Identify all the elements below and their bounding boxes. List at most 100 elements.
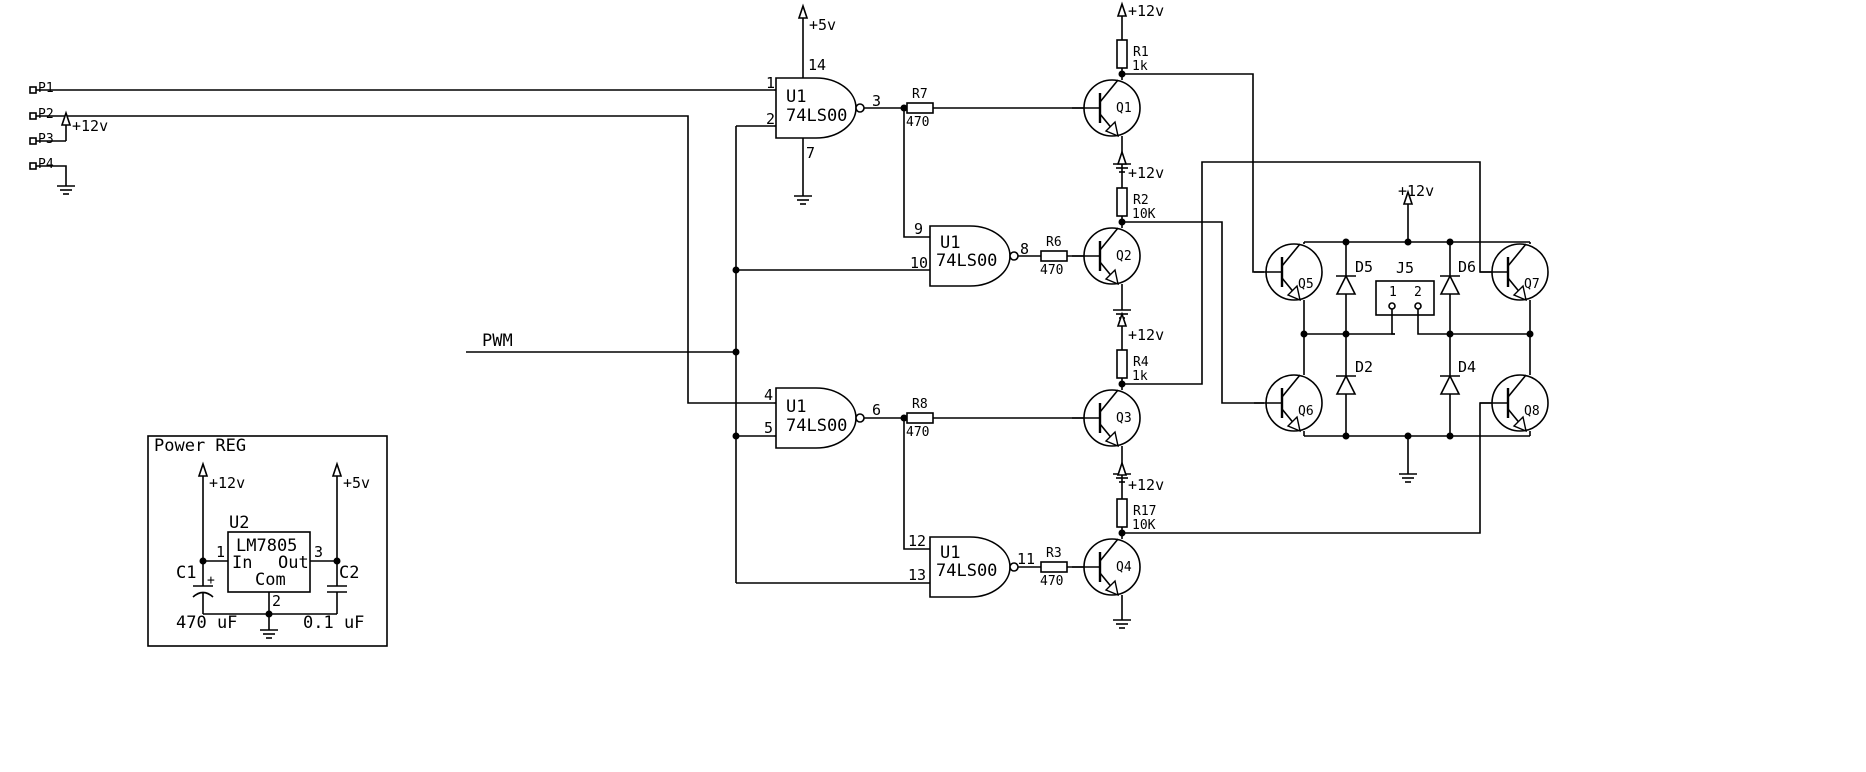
base-resistor-r7: R7 470 xyxy=(904,87,1086,130)
diode-d4: D4 xyxy=(1439,358,1476,395)
svg-text:9: 9 xyxy=(914,220,923,238)
svg-text:5: 5 xyxy=(764,419,773,437)
gate-part: 74LS00 xyxy=(786,416,847,436)
transistor-q8: Q8 xyxy=(1478,373,1550,433)
nand-gate-1: 1 2 3 U1 74LS00 +5v 14 7 xyxy=(766,5,930,238)
power-reg-box: Power REG +12v +5v U2 LM7805 In Out Com … xyxy=(147,435,388,647)
svg-text:U2: U2 xyxy=(229,513,249,533)
svg-text:R7: R7 xyxy=(912,87,928,102)
base-resistor-r3: R3 470 xyxy=(1040,546,1068,589)
svg-text:1: 1 xyxy=(766,74,775,92)
svg-text:1k: 1k xyxy=(1132,59,1148,74)
supply-label: +12v xyxy=(1128,2,1164,20)
svg-text:Com: Com xyxy=(255,570,286,590)
svg-text:10K: 10K xyxy=(1132,518,1156,533)
supply-label: +12v xyxy=(1128,326,1164,344)
svg-text:R17: R17 xyxy=(1133,504,1156,519)
svg-text:470: 470 xyxy=(906,115,929,130)
svg-text:Q5: Q5 xyxy=(1298,277,1314,292)
svg-text:2: 2 xyxy=(766,110,775,128)
svg-text:2: 2 xyxy=(1414,285,1422,300)
svg-text:C2: C2 xyxy=(339,563,359,583)
gate-part: 74LS00 xyxy=(936,251,997,271)
svg-text:1k: 1k xyxy=(1132,369,1148,384)
svg-text:D5: D5 xyxy=(1355,258,1373,276)
svg-text:10K: 10K xyxy=(1132,207,1156,222)
svg-text:+: + xyxy=(207,573,215,588)
transistor-q3: Q3 xyxy=(1070,384,1142,483)
power-reg-title: Power REG xyxy=(154,436,246,456)
svg-text:13: 13 xyxy=(908,566,926,584)
supply-label: +12v xyxy=(1128,476,1164,494)
connector-block: P1 P2 P3 P4 +12v xyxy=(29,81,774,404)
motor-connector-j5: J5 1 2 xyxy=(1375,259,1435,335)
svg-text:4: 4 xyxy=(764,386,773,404)
pwm-label: PWM xyxy=(482,331,513,351)
svg-text:R2: R2 xyxy=(1133,193,1149,208)
gate-part: 74LS00 xyxy=(786,106,847,126)
diode-d6: D6 xyxy=(1439,258,1476,295)
svg-text:6: 6 xyxy=(872,401,881,419)
gate-part: 74LS00 xyxy=(936,561,997,581)
gate-ref: U1 xyxy=(786,87,806,107)
svg-text:12: 12 xyxy=(908,532,926,550)
svg-text:C1: C1 xyxy=(176,563,196,583)
svg-text:R6: R6 xyxy=(1046,235,1062,250)
pwm-net: PWM xyxy=(466,125,930,584)
svg-text:Q7: Q7 xyxy=(1524,277,1540,292)
svg-text:Q2: Q2 xyxy=(1116,249,1132,264)
pin-label: P4 xyxy=(38,157,54,172)
transistor-q7: Q7 xyxy=(1478,242,1550,302)
svg-text:R3: R3 xyxy=(1046,546,1062,561)
transistor-q5: Q5 xyxy=(1252,242,1324,302)
h-bridge: +12v xyxy=(1300,182,1534,483)
svg-text:D6: D6 xyxy=(1458,258,1476,276)
base-resistor-r6: R6 470 xyxy=(1040,235,1068,278)
svg-text:R4: R4 xyxy=(1133,355,1149,370)
supply-label: +12v xyxy=(1128,164,1164,182)
gate-ref: U1 xyxy=(940,543,960,563)
svg-text:Out: Out xyxy=(278,553,309,573)
svg-text:Q1: Q1 xyxy=(1116,101,1132,116)
base-resistor-r8: R8 470 xyxy=(904,397,1086,440)
svg-text:470 uF: 470 uF xyxy=(176,613,237,633)
svg-text:1: 1 xyxy=(216,543,225,561)
pin-label: P2 xyxy=(38,107,54,122)
svg-text:8: 8 xyxy=(1020,240,1029,258)
svg-text:1: 1 xyxy=(1389,285,1397,300)
svg-text:470: 470 xyxy=(1040,574,1063,589)
svg-text:3: 3 xyxy=(872,92,881,110)
diode-d5: D5 xyxy=(1335,258,1373,295)
supply-label: +12v xyxy=(1398,182,1434,200)
svg-text:3: 3 xyxy=(314,543,323,561)
supply-label: +12v xyxy=(72,117,108,135)
svg-text:11: 11 xyxy=(1017,550,1035,568)
svg-text:Q6: Q6 xyxy=(1298,404,1314,419)
svg-text:Q3: Q3 xyxy=(1116,411,1132,426)
nand-gate-3: 4 5 6 U1 74LS00 xyxy=(764,386,930,550)
svg-text:7: 7 xyxy=(806,144,815,162)
gate-ref: U1 xyxy=(786,397,806,417)
supply-label: +5v xyxy=(809,16,836,34)
svg-text:J5: J5 xyxy=(1396,259,1414,277)
svg-text:2: 2 xyxy=(272,592,281,610)
collector-resistor-r4: +12v R4 1k xyxy=(1116,313,1164,388)
svg-text:R8: R8 xyxy=(912,397,928,412)
diode-d2: D2 xyxy=(1335,358,1373,395)
svg-text:In: In xyxy=(232,553,252,573)
svg-text:470: 470 xyxy=(1040,263,1063,278)
bridge-drive-wiring xyxy=(1122,73,1492,534)
supply-label: +12v xyxy=(209,474,245,492)
svg-text:10: 10 xyxy=(910,254,928,272)
transistor-q1: Q1 xyxy=(1070,74,1142,173)
svg-text:D2: D2 xyxy=(1355,358,1373,376)
svg-text:Q8: Q8 xyxy=(1524,404,1540,419)
gate-ref: U1 xyxy=(940,233,960,253)
transistor-q2: Q2 xyxy=(1070,222,1142,319)
svg-text:D4: D4 xyxy=(1458,358,1476,376)
pin-label: P3 xyxy=(38,132,54,147)
supply-label: +5v xyxy=(343,474,370,492)
lm7805-regulator xyxy=(227,531,311,593)
collector-resistor-r2: +12v R2 10K xyxy=(1116,151,1164,226)
